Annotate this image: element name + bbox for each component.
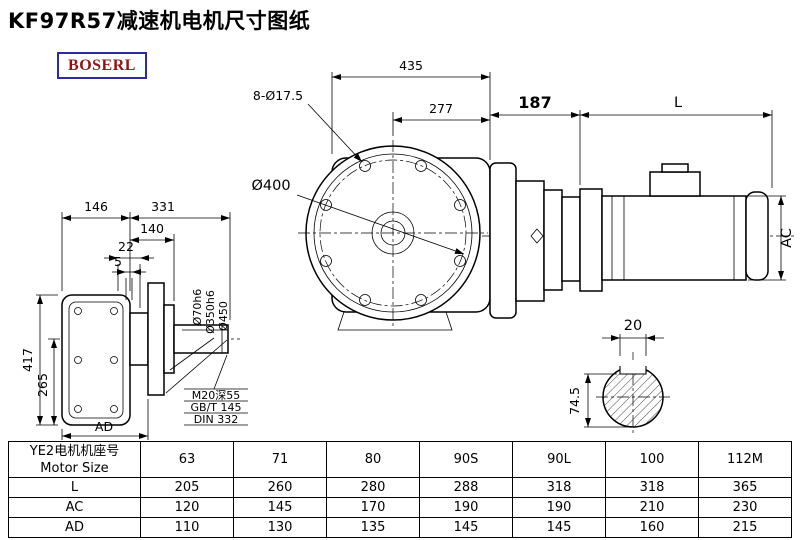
dim-key-width: 20 xyxy=(624,318,642,334)
table-row: AD 110 130 135 145 145 160 215 xyxy=(8,517,792,538)
page-title: KF97R57减速机电机尺寸图纸 xyxy=(8,9,311,33)
table-cell: 205 xyxy=(140,477,234,498)
dim-shoulder: 22 xyxy=(118,239,134,254)
bell-housing xyxy=(489,162,517,319)
housing-bolt xyxy=(74,307,82,315)
motor-view: 187 L AC xyxy=(482,93,795,319)
table-header-row: YE2电机机座号 Motor Size 63 71 80 90S 90L 100… xyxy=(8,441,792,478)
housing-bolt xyxy=(74,405,82,413)
note-tap-size: M20深55 xyxy=(192,389,241,402)
table-cell: 190 xyxy=(419,497,513,518)
dim-flange-diameter-side: Ø450 xyxy=(217,301,230,331)
dim-key-height: 74.5 xyxy=(567,387,582,415)
table-cell: 130 xyxy=(233,517,327,538)
dim-gearbox-length: 187 xyxy=(518,93,551,112)
dim-ad: AD xyxy=(95,419,113,434)
bolt-hole xyxy=(320,255,332,267)
brand-logo: BOSERL xyxy=(57,52,147,79)
terminal-box xyxy=(649,171,701,197)
dim-motor-length: L xyxy=(674,95,682,111)
shaft-section-view: 20 74.5 xyxy=(567,318,670,436)
bolt-hole xyxy=(415,160,427,172)
dim-step: 5 xyxy=(114,254,122,269)
side-view: 146 331 140 22 5 417 265 AD xyxy=(20,199,248,440)
housing-bolt xyxy=(110,405,118,413)
dim-total-height: 417 xyxy=(20,348,35,372)
table-cell: 230 xyxy=(698,497,792,518)
table-cell: 365 xyxy=(698,477,792,498)
housing-bolt xyxy=(110,307,118,315)
table-cell: 145 xyxy=(419,517,513,538)
bolt-hole xyxy=(359,294,371,306)
dim-bolt-holes: 8-Ø17.5 xyxy=(253,88,303,103)
note-din-standard: DIN 332 xyxy=(194,413,238,426)
table-cell: 260 xyxy=(233,477,327,498)
column-header: 112M xyxy=(698,441,792,478)
bolt-hole xyxy=(454,255,466,267)
table-cell: 215 xyxy=(698,517,792,538)
dim-total-width: 435 xyxy=(399,58,423,73)
output-neck xyxy=(129,312,149,366)
table-cell: 120 xyxy=(140,497,234,518)
dim-total-length: 331 xyxy=(151,199,175,214)
column-header: 90L xyxy=(512,441,606,478)
table-cell: 190 xyxy=(512,497,606,518)
column-header: 80 xyxy=(326,441,420,478)
fan-cover xyxy=(745,191,769,281)
dim-partial-width: 277 xyxy=(429,101,453,116)
note-gbt-standard: GB/T 145 xyxy=(191,401,242,414)
column-header: 63 xyxy=(140,441,234,478)
oil-plug-mark xyxy=(530,228,544,244)
gear-housing xyxy=(61,294,131,426)
row-label: AC xyxy=(8,497,141,518)
table-cell: 280 xyxy=(326,477,420,498)
table-row: AC 120 145 170 190 190 210 230 xyxy=(8,497,792,518)
table-cell: 160 xyxy=(605,517,699,538)
dim-spigot-diameter: Ø350h6 xyxy=(204,290,217,334)
header-line-en: Motor Size xyxy=(40,460,109,476)
row-label: L xyxy=(8,477,141,498)
housing-bolt xyxy=(74,356,82,364)
dim-housing-width: 146 xyxy=(84,199,108,214)
bolt-hole xyxy=(454,199,466,211)
motor-flange xyxy=(579,188,603,292)
housing-bolt xyxy=(110,356,118,364)
technical-drawing: 435 277 8-Ø17.5 Ø400 187 L xyxy=(20,58,795,440)
bolt-hole xyxy=(415,294,427,306)
shaft-section-circle xyxy=(602,366,664,428)
dim-motor-diameter: AC xyxy=(779,228,795,248)
bolt-hole xyxy=(320,199,332,211)
column-header: 71 xyxy=(233,441,327,478)
motor-body xyxy=(601,195,747,281)
keyway-slot xyxy=(620,360,646,374)
header-line-cn: YE2电机机座号 xyxy=(29,443,120,459)
adapter-stage-2 xyxy=(543,189,563,291)
table-cell: 288 xyxy=(419,477,513,498)
bolt-hole xyxy=(359,160,371,172)
table-cell: 145 xyxy=(233,497,327,518)
table-cell: 110 xyxy=(140,517,234,538)
dim-shaft-diameter: Ø70h6 xyxy=(191,289,204,326)
row-label: AD xyxy=(8,517,141,538)
table-cell: 318 xyxy=(512,477,606,498)
coupling-housing xyxy=(561,196,581,282)
table-cell: 170 xyxy=(326,497,420,518)
terminal-box-cap xyxy=(661,163,689,173)
table-cell: 135 xyxy=(326,517,420,538)
motor-size-table: YE2电机机座号 Motor Size 63 71 80 90S 90L 100… xyxy=(8,441,792,538)
front-view: 435 277 8-Ø17.5 Ø400 xyxy=(251,58,491,331)
table-header-motor-size: YE2电机机座号 Motor Size xyxy=(8,441,141,478)
column-header: 100 xyxy=(605,441,699,478)
table-cell: 318 xyxy=(605,477,699,498)
dim-center-height: 265 xyxy=(35,373,50,397)
table-cell: 210 xyxy=(605,497,699,518)
adapter-stage-1 xyxy=(515,180,545,302)
table-cell: 145 xyxy=(512,517,606,538)
dim-flange-offset: 140 xyxy=(140,221,164,236)
dim-flange-diameter: Ø400 xyxy=(251,178,290,194)
flange-spigot xyxy=(163,304,175,374)
table-row: L 205 260 280 288 318 318 365 xyxy=(8,477,792,498)
output-flange xyxy=(147,282,165,396)
column-header: 90S xyxy=(419,441,513,478)
